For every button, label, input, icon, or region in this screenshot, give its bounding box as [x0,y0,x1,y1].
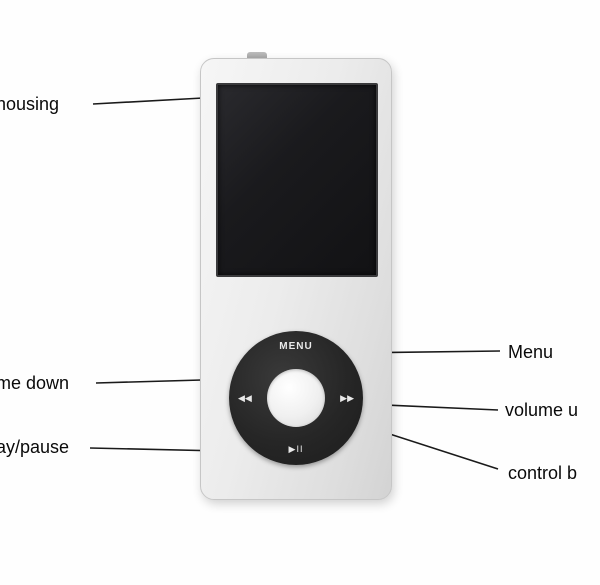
control-button-label: control b [508,463,578,483]
play-pause-label: ay/pause [0,437,70,457]
play-pause-icon: ▶II [288,444,304,454]
menu-label: Menu [508,342,554,362]
mp3-player-body: MENU ◀◀ ▶▶ ▶II [200,58,392,500]
housing-line [92,97,204,105]
volume-down-label: me down [0,373,70,393]
housing-label: housing [0,94,60,114]
menu-button-label: MENU [279,341,313,352]
center-select-button [267,369,325,427]
volume-up-label: volume u [505,400,579,420]
click-wheel: MENU ◀◀ ▶▶ ▶II [229,331,363,465]
top-switch [247,52,267,61]
fast-forward-icon: ▶▶ [340,393,354,403]
rewind-icon: ◀◀ [238,393,252,403]
device-screen [216,83,378,277]
